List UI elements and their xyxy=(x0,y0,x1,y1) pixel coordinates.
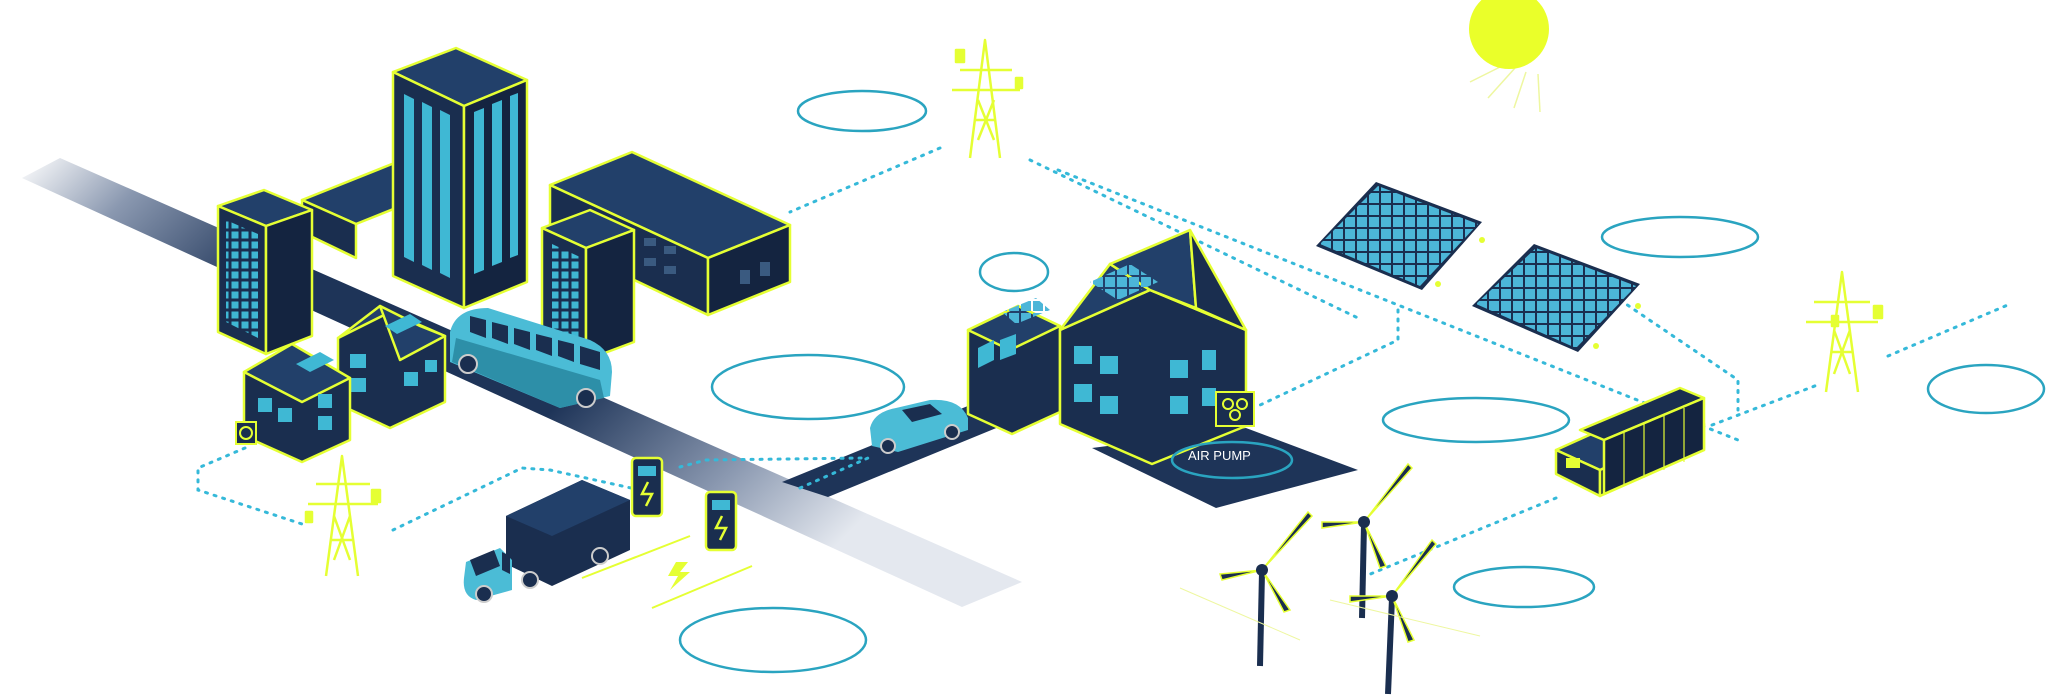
connector-line xyxy=(1886,302,2012,358)
connector-line xyxy=(678,456,866,469)
oval-placeholder xyxy=(1600,215,1760,259)
oval-placeholders xyxy=(678,89,2046,674)
connector-line xyxy=(1710,382,1822,427)
connector-line xyxy=(1366,496,1558,577)
truck-icon xyxy=(463,480,630,603)
battery-storage-icon xyxy=(1554,386,1706,498)
pylon-icon xyxy=(1806,270,1884,393)
oval-placeholder xyxy=(1381,396,1571,444)
bus-icon xyxy=(450,308,612,408)
wind-turbine-icon xyxy=(1349,538,1438,695)
lightning-icon xyxy=(668,562,690,590)
sun-icon xyxy=(1469,0,1549,113)
oval-placeholder xyxy=(1170,440,1294,480)
solar-panel-icon xyxy=(1002,264,1158,324)
air-pump-icon xyxy=(235,421,257,445)
solar-panel-icon xyxy=(1316,182,1485,290)
connector-line xyxy=(1618,298,1740,412)
solar-panel-icon xyxy=(1472,244,1641,352)
turbine-ground-lines xyxy=(1179,587,1481,641)
ev-charger-icon xyxy=(704,490,738,552)
connector-line xyxy=(1256,308,1400,408)
oval-placeholder xyxy=(678,606,868,674)
connector-line xyxy=(196,446,307,527)
connector-line xyxy=(788,146,942,214)
car-icon xyxy=(870,399,968,454)
oval-placeholder xyxy=(710,353,906,421)
oval-placeholder xyxy=(796,89,928,133)
oval-placeholder xyxy=(978,251,1050,293)
oval-placeholder xyxy=(1926,363,2046,415)
wind-turbine-icon xyxy=(1321,462,1414,619)
charging-lane-lines xyxy=(581,535,753,609)
wind-turbine-icon xyxy=(1218,510,1314,667)
house-icon xyxy=(242,342,352,464)
pylon-icon xyxy=(304,454,382,577)
connector-line xyxy=(391,466,642,532)
air-pump-icon xyxy=(1215,391,1255,427)
pylon-icon xyxy=(952,38,1024,159)
oval-placeholder xyxy=(1452,565,1596,609)
air-pump-label: AIR PUMP xyxy=(1188,448,1251,463)
driveway-flow-arrow xyxy=(798,456,870,490)
ev-charger-icon xyxy=(630,456,664,518)
house-icon xyxy=(336,304,447,430)
